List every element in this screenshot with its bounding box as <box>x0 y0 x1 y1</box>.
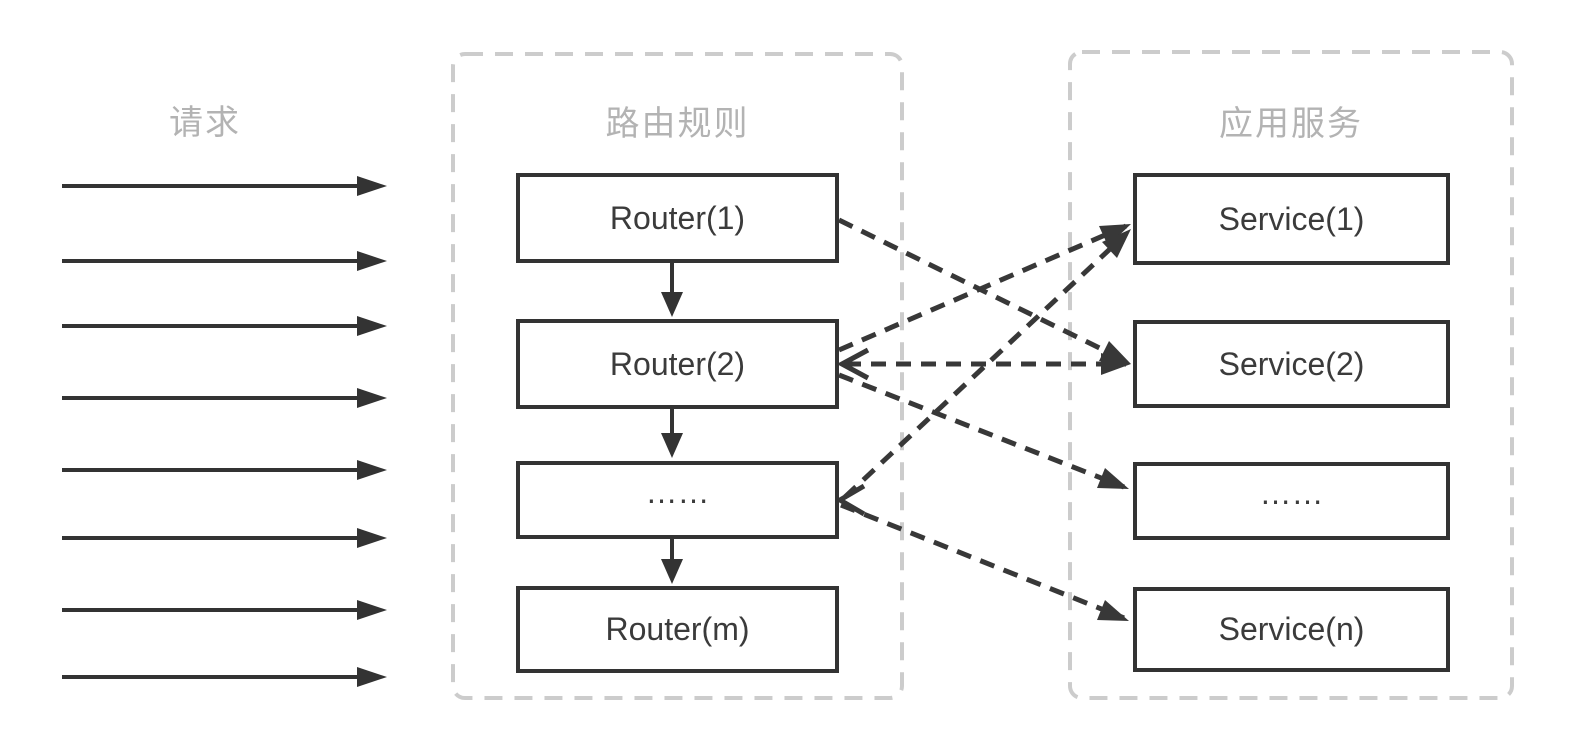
node-router-1: Router(1) <box>516 173 839 263</box>
route-link-arrowhead <box>1101 353 1131 375</box>
router-chain-arrows <box>661 263 683 584</box>
request-arrowhead <box>357 528 387 548</box>
request-section-title: 请求 <box>169 104 241 142</box>
node-label: Service(1) <box>1218 200 1365 237</box>
node-service-n: Service(n) <box>1133 587 1450 672</box>
route-link-rdots-s1 <box>843 232 1128 499</box>
chain-arrowhead <box>661 559 683 584</box>
route-link-arrowhead <box>1097 468 1129 489</box>
service-panel-title: 应用服务 <box>1219 105 1363 143</box>
node-label: Service(n) <box>1218 611 1365 647</box>
node-label: …… <box>645 473 710 510</box>
route-link-open-arrowhead <box>836 347 870 381</box>
node-router-ellipsis: …… <box>516 461 839 539</box>
routing-panel-border <box>451 52 904 700</box>
node-service-1: Service(1) <box>1133 173 1450 265</box>
route-links <box>835 217 1131 621</box>
node-label: Service(2) <box>1218 345 1365 382</box>
request-arrowhead <box>357 460 387 480</box>
request-arrowhead <box>357 176 387 196</box>
route-link-r2-sdots <box>838 372 1125 490</box>
node-label: …… <box>1259 474 1324 511</box>
request-arrowhead <box>357 600 387 620</box>
route-link-rdots-sn <box>840 502 1125 621</box>
request-arrowhead <box>357 667 387 687</box>
node-router-m: Router(m) <box>516 586 839 673</box>
chain-arrowhead <box>661 433 683 458</box>
node-service-2: Service(2) <box>1133 320 1450 408</box>
node-label: Router(m) <box>605 611 750 647</box>
node-service-ellipsis: …… <box>1133 462 1450 540</box>
route-link-r2-s1 <box>838 223 1127 353</box>
request-arrowhead <box>357 316 387 336</box>
request-arrowhead <box>357 388 387 408</box>
node-label: Router(2) <box>609 345 746 382</box>
node-label: Router(1) <box>609 199 746 236</box>
route-link-arrowhead <box>1102 229 1131 258</box>
route-link-arrowhead <box>1097 600 1129 621</box>
request-arrowhead <box>357 251 387 271</box>
request-arrows <box>62 176 387 687</box>
route-link-open-arrowhead <box>835 483 866 517</box>
routing-panel-title: 路由规则 <box>605 105 750 143</box>
chain-arrowhead <box>661 292 683 317</box>
node-router-2: Router(2) <box>516 319 839 409</box>
